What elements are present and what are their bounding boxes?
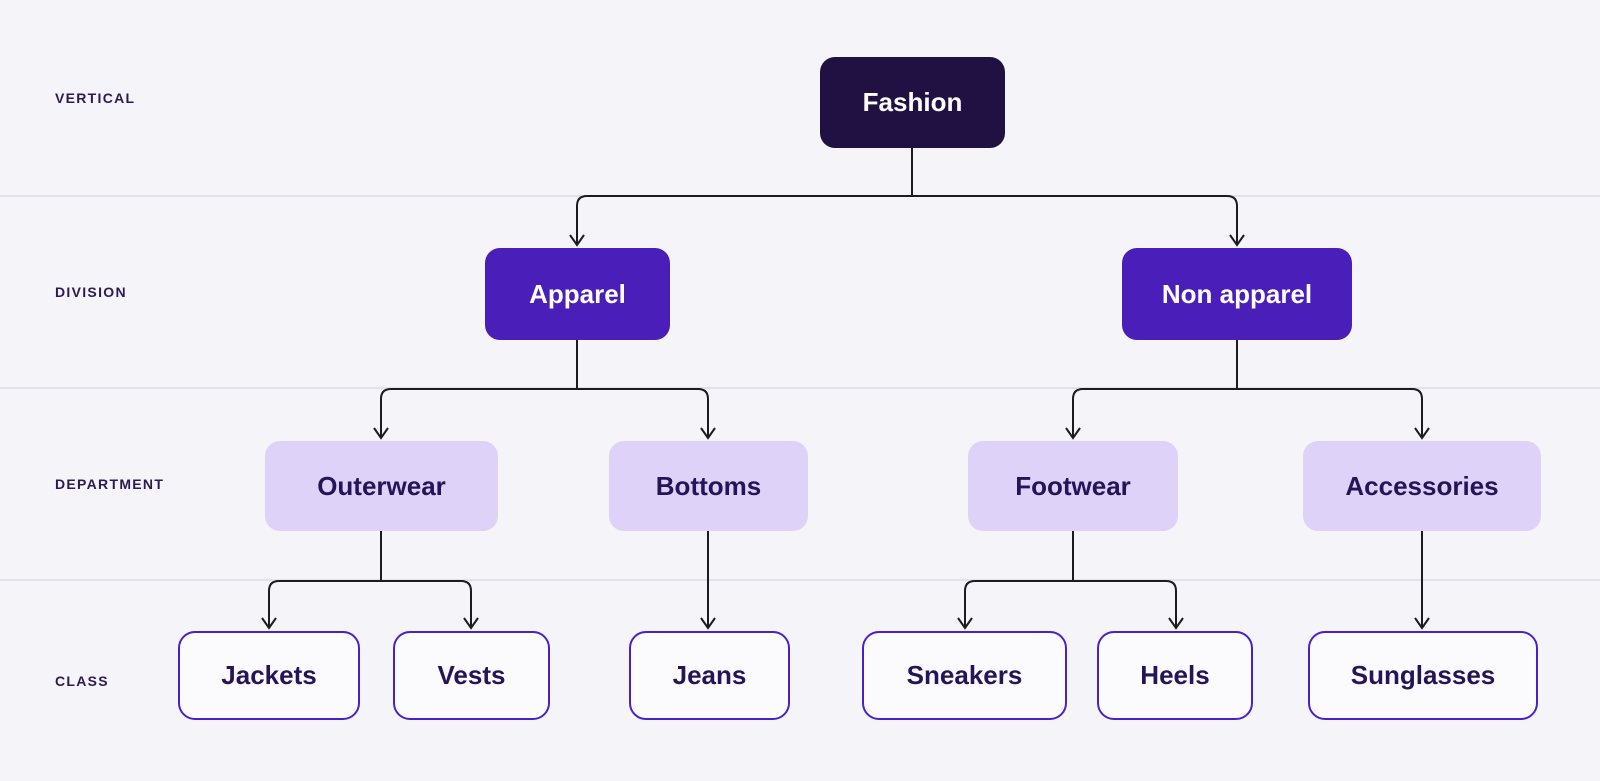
node-sneakers: Sneakers <box>862 631 1067 720</box>
row-label-class: CLASS <box>55 673 109 689</box>
row-divider-1 <box>0 195 1600 197</box>
edge-footwear-sneakers <box>957 580 1073 630</box>
node-jackets: Jackets <box>178 631 360 720</box>
node-apparel: Apparel <box>485 248 670 340</box>
edge-non-apparel-footwear <box>1065 388 1237 440</box>
row-divider-3 <box>0 579 1600 581</box>
edge-footwear-heels <box>1073 580 1184 630</box>
edge-fashion-apparel <box>569 195 912 247</box>
node-sunglasses: Sunglasses <box>1308 631 1538 720</box>
node-heels: Heels <box>1097 631 1253 720</box>
edge-outerwear-jackets <box>261 580 381 630</box>
edge-apparel-bottoms <box>577 388 716 440</box>
node-jeans: Jeans <box>629 631 790 720</box>
node-outerwear: Outerwear <box>265 441 498 531</box>
node-non-apparel: Non apparel <box>1122 248 1352 340</box>
edge-outerwear-vests <box>381 580 479 630</box>
row-label-vertical: VERTICAL <box>55 90 136 106</box>
node-vests: Vests <box>393 631 550 720</box>
node-bottoms: Bottoms <box>609 441 808 531</box>
node-accessories: Accessories <box>1303 441 1541 531</box>
node-fashion: Fashion <box>820 57 1005 148</box>
edge-non-apparel-accessories <box>1237 388 1430 440</box>
edge-apparel-outerwear <box>373 388 577 440</box>
row-divider-2 <box>0 387 1600 389</box>
edge-fashion-non-apparel <box>912 195 1245 247</box>
row-label-division: DIVISION <box>55 284 127 300</box>
row-label-department: DEPARTMENT <box>55 476 165 492</box>
node-footwear: Footwear <box>968 441 1178 531</box>
